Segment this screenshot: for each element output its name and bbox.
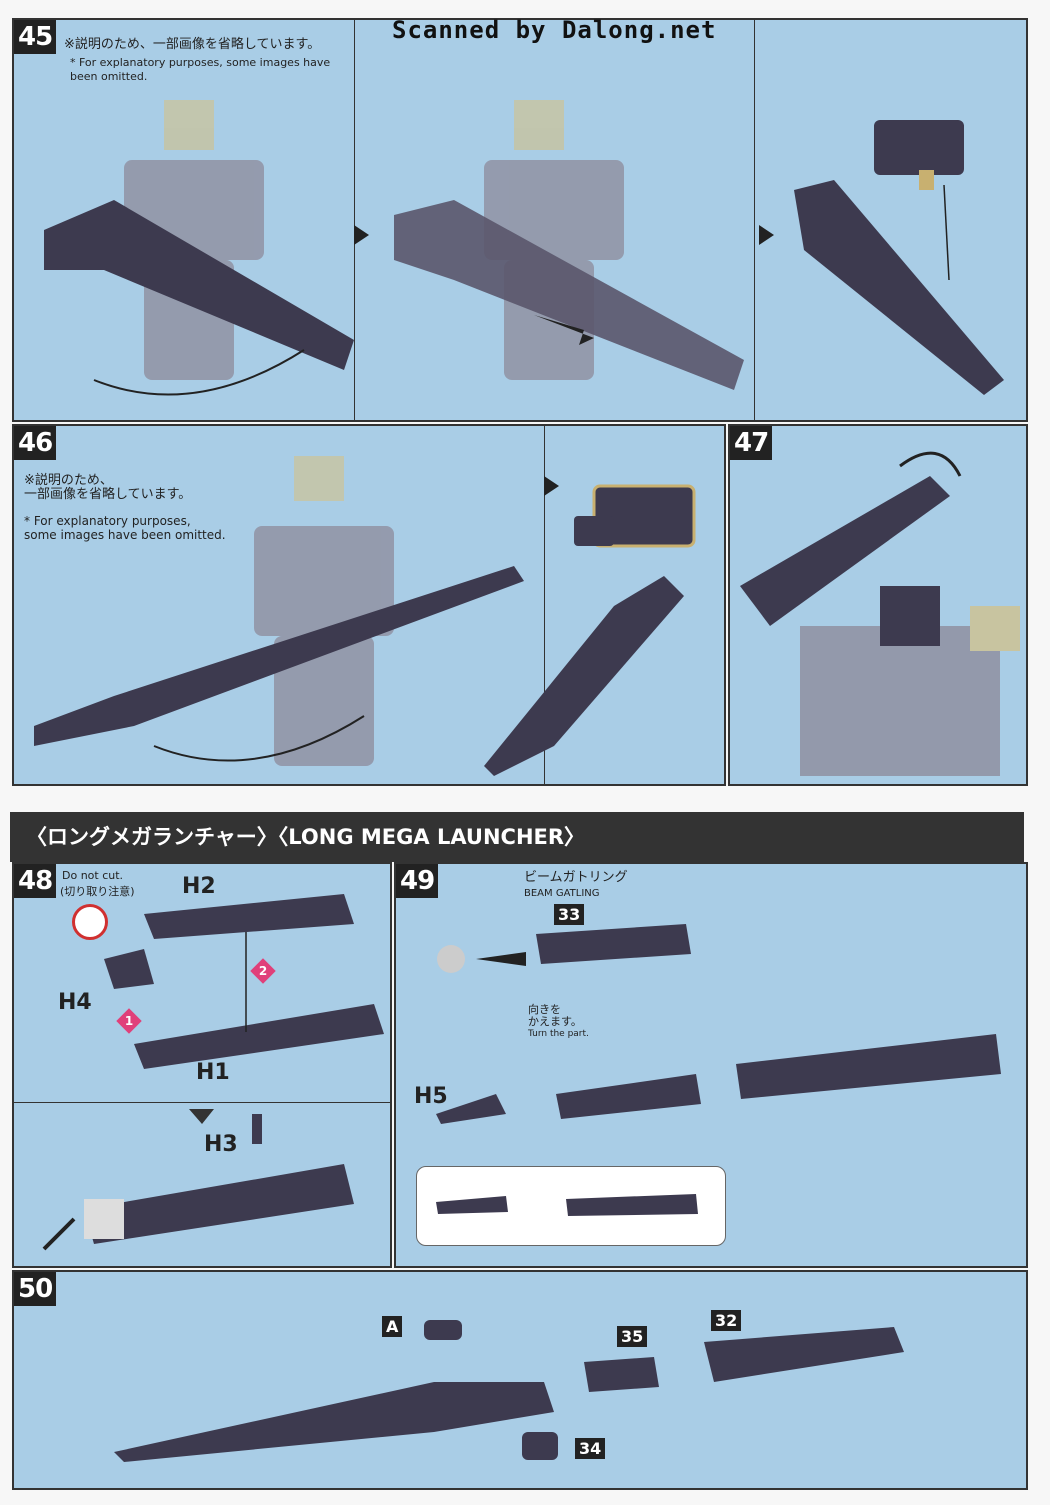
part-number-33: 33: [554, 904, 585, 925]
robot-shoulder-launcher-illustration: [740, 451, 1020, 776]
part-label-h1: H1: [196, 1060, 230, 1085]
do-not-cut-en: Do not cut.: [62, 869, 124, 882]
scan-watermark: Scanned by Dalong.net: [392, 16, 717, 44]
launcher-assembly-illustration: [42, 894, 384, 1251]
step-48-panel: 48 Do not cut. (切り取り注意) H2 H4 H1 H3 1 2: [12, 862, 392, 1268]
beam-gatling-illustration: [436, 924, 1001, 1216]
step-number: 48: [14, 864, 57, 898]
part-label-a: A: [382, 1316, 403, 1337]
step-45-panel: 45 ※説明のため、一部画像を省略しています。 * For explanator…: [12, 18, 1028, 422]
long-mega-launcher-final-illustration: [114, 1320, 904, 1462]
step-50-panel: 50 A 35 32 34: [12, 1270, 1028, 1490]
do-not-cut-jp: (切り取り注意): [60, 885, 135, 898]
step-note-en: * For explanatory purposes, some images …: [24, 514, 226, 542]
part-number-34: 34: [575, 1438, 606, 1459]
step-number: 46: [14, 426, 57, 460]
beam-gatling-en: BEAM GATLING: [524, 888, 600, 899]
step-number: 45: [14, 20, 57, 54]
step-number: 50: [14, 1272, 57, 1306]
step-note-en: * For explanatory purposes, some images …: [70, 56, 331, 83]
step-note-jp: ※説明のため、 一部画像を省略しています。: [24, 473, 192, 502]
turn-part-en: Turn the part.: [528, 1029, 589, 1039]
part-label-h4: H4: [58, 990, 92, 1015]
section-header: 〈ロングメガランチャー〉〈LONG MEGA LAUNCHER〉: [10, 812, 1024, 862]
panel-divider: [754, 20, 755, 420]
robot-rifle-illustration: [34, 456, 696, 776]
turn-part-jp: 向きを かえます。: [528, 1003, 582, 1028]
robot-with-launcher-illustration: [44, 100, 1004, 396]
step-46-panel: 46 ※説明のため、 一部画像を省略しています。 * For explanato…: [12, 424, 726, 786]
step-number: 47: [730, 426, 773, 460]
step-number: 49: [396, 864, 439, 898]
part-label-h5: H5: [414, 1084, 448, 1109]
step-47-panel: 47: [728, 424, 1028, 786]
part-number-32: 32: [711, 1310, 742, 1331]
no-cut-icon: [72, 904, 108, 940]
step-note-jp: ※説明のため、一部画像を省略しています。: [64, 37, 321, 52]
panel-divider: [544, 426, 545, 784]
part-label-h2: H2: [182, 874, 216, 899]
step-49-panel: 49 ビームガトリング BEAM GATLING 33 向きを かえます。 Tu…: [394, 862, 1028, 1268]
panel-divider: [354, 20, 355, 420]
beam-gatling-jp: ビームガトリング: [524, 870, 628, 885]
panel-divider: [14, 1102, 390, 1103]
part-number-35: 35: [617, 1326, 648, 1347]
part-label-h3: H3: [204, 1132, 238, 1157]
